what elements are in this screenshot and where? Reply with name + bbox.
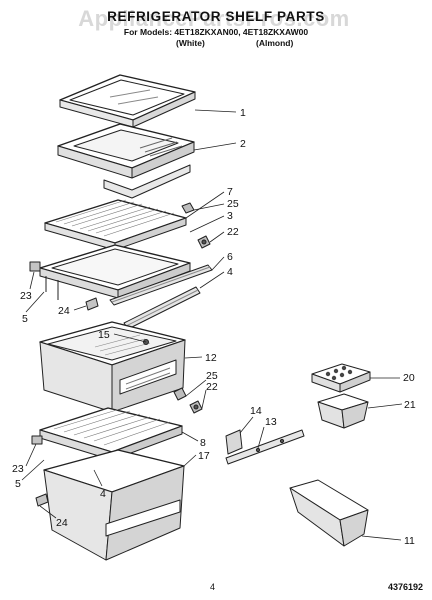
shelf-support-25-upper [181, 202, 195, 214]
callout-22-lower: 22 [206, 381, 218, 393]
callout-6: 6 [227, 251, 233, 263]
page-number: 4 [210, 582, 216, 592]
callout-5-upper: 5 [22, 313, 28, 325]
leader-lines [21, 109, 403, 541]
callout-21: 21 [404, 399, 416, 411]
bracket-24-upper [85, 297, 99, 311]
crisper-cover-glass [59, 74, 196, 128]
shelf-glass-7 [44, 199, 187, 251]
lower-drawer-17 [43, 449, 185, 561]
shelf-support-22-lower [189, 400, 203, 414]
callout-2: 2 [240, 138, 246, 150]
model-list: For Models: 4ET18ZKXAN00, 4ET18ZKXAW00 [123, 27, 309, 37]
callout-17: 17 [198, 450, 210, 462]
callout-23-lower: 23 [12, 463, 24, 475]
shelf-frame-3 [39, 244, 191, 300]
callout-11: 11 [404, 535, 415, 547]
callout-4-upper: 4 [227, 266, 233, 278]
callout-24-upper: 24 [58, 305, 70, 317]
callout-14: 14 [250, 405, 262, 417]
shelf-lower-8 [39, 407, 183, 461]
callout-23-upper: 23 [20, 290, 32, 302]
bracket-24-lower [35, 493, 49, 507]
callout-12: 12 [205, 352, 217, 364]
callout-5-lower: 5 [15, 478, 21, 490]
color-note-almond: (Almond) [256, 38, 294, 48]
callout-22-upper: 22 [227, 226, 239, 238]
callout-25-upper: 25 [227, 198, 239, 210]
page-title: REFRIGERATOR SHELF PARTS [107, 9, 325, 24]
rail-13 [225, 429, 305, 465]
callout-1: 1 [240, 107, 246, 119]
bracket-23-upper [29, 261, 41, 272]
callout-13: 13 [265, 416, 277, 428]
callout-3: 3 [227, 210, 233, 222]
shelf-support-22-upper [197, 235, 211, 249]
egg-tray-20 [311, 363, 371, 393]
bracket-14 [225, 429, 243, 455]
document-number: 4376192 [388, 582, 424, 592]
color-note-white: (White) [176, 38, 205, 48]
callout-8: 8 [200, 437, 206, 449]
bracket-23-lower [31, 435, 43, 445]
callout-20: 20 [403, 372, 415, 384]
crisper-cover-frame [57, 123, 195, 199]
callout-24-lower: 24 [56, 517, 68, 529]
watermark: AppliancePartsPros.com [78, 6, 350, 31]
egg-bin-21 [317, 393, 369, 429]
door-bin-11 [289, 479, 369, 547]
callout-4-lower: 4 [100, 488, 106, 500]
callout-7: 7 [227, 186, 233, 198]
callout-15: 15 [98, 329, 110, 341]
callout-25-lower: 25 [206, 370, 218, 382]
callout-labels: 1 2 7 25 3 22 6 4 23 5 24 15 12 25 22 20… [12, 107, 416, 547]
crisper-drawer-12 [39, 321, 186, 413]
